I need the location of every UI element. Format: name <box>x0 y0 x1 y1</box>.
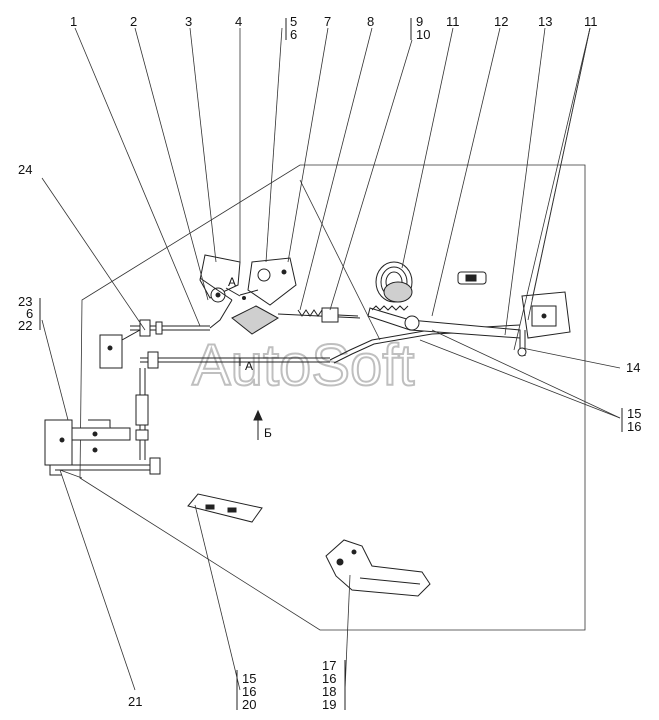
callout-4: 4 <box>235 14 242 29</box>
callout-16-right: 16 <box>627 419 641 434</box>
callout-14: 14 <box>626 360 640 375</box>
callout-2: 2 <box>130 14 137 29</box>
upper-rod <box>130 299 233 337</box>
callout-23: 23 <box>18 294 32 309</box>
callout-5: 5 <box>290 14 297 29</box>
view-a-upper-arrow <box>225 287 241 297</box>
callout-21: 21 <box>128 694 142 709</box>
view-a-lower-label: A <box>245 359 253 373</box>
leader-lines <box>41 27 621 691</box>
spring-rod <box>277 307 361 323</box>
callout-18: 18 <box>322 684 336 699</box>
callout-8: 8 <box>367 14 374 29</box>
small-clip <box>457 271 487 285</box>
callout-15-bottom: 15 <box>242 671 256 686</box>
callout-brackets <box>39 18 623 710</box>
view-b-arrow <box>253 409 263 440</box>
switch-plate <box>187 493 263 523</box>
callout-16-lever: 16 <box>322 671 336 686</box>
callout-1: 1 <box>70 14 77 29</box>
callout-20: 20 <box>242 697 256 712</box>
pedal-group <box>199 254 297 335</box>
right-bracket <box>517 291 571 357</box>
callout-6: 6 <box>290 27 297 42</box>
callout-9: 9 <box>416 14 423 29</box>
callout-16-bottom: 16 <box>242 684 256 699</box>
callout-11-right: 11 <box>584 14 598 29</box>
coil-spring <box>375 261 413 303</box>
lower-left-assembly <box>44 419 161 476</box>
callout-17: 17 <box>322 658 336 673</box>
callout-24: 24 <box>18 162 32 177</box>
callout-12: 12 <box>494 14 508 29</box>
callout-7: 7 <box>324 14 331 29</box>
callout-22: 22 <box>18 318 32 333</box>
view-b-label: Б <box>264 426 272 440</box>
view-a-upper-label: A <box>228 275 236 289</box>
callout-6-left: 6 <box>26 306 33 321</box>
hand-lever <box>325 539 431 597</box>
vertical-tie-rod <box>135 368 149 460</box>
left-bracket <box>99 329 141 369</box>
callout-15-right: 15 <box>627 406 641 421</box>
callout-10: 10 <box>416 27 430 42</box>
floor-outline <box>79 164 586 631</box>
callout-13: 13 <box>538 14 552 29</box>
callout-11-top: 11 <box>446 14 460 29</box>
callout-19: 19 <box>322 697 336 712</box>
callout-3: 3 <box>185 14 192 29</box>
